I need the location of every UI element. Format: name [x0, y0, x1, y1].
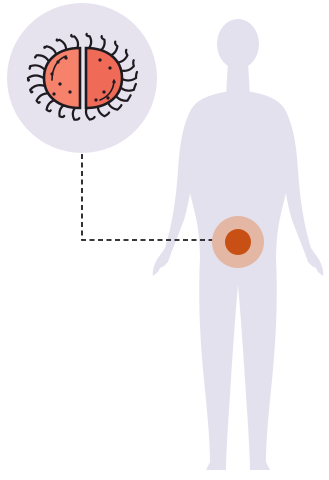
bacterium-dot	[98, 58, 101, 61]
bacterium-dot	[108, 66, 111, 69]
bacterium-dot	[58, 82, 61, 85]
infection-site-marker	[212, 216, 264, 268]
zoom-callout	[7, 3, 157, 153]
bacterium-dot	[68, 90, 71, 93]
marker-core	[225, 229, 251, 255]
bacterium-dot	[102, 90, 105, 93]
bacterium-dot	[94, 98, 97, 101]
bacterium-dot	[52, 92, 55, 95]
